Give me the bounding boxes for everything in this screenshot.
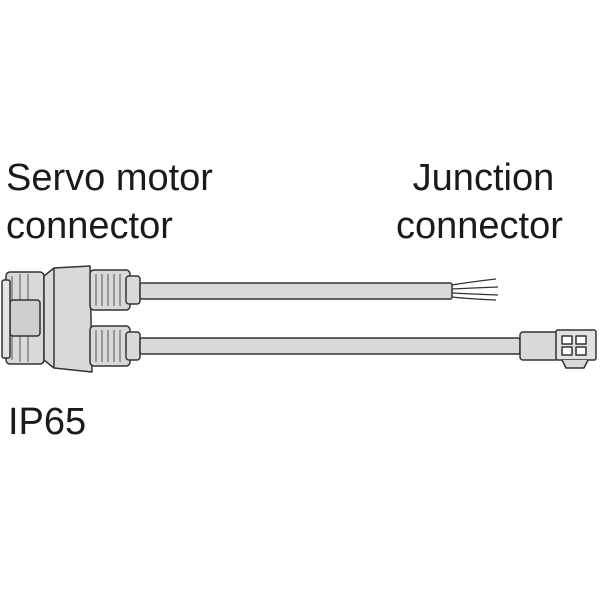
servo-label-line2: connector [6, 205, 173, 247]
junction-connector [519, 329, 597, 369]
open-wire-ends [451, 278, 499, 301]
junction-connector-label: Junction connector [396, 154, 563, 250]
servo-connector-boot [43, 265, 93, 373]
ip-rating-label: IP65 [8, 401, 87, 443]
junction-latch [561, 359, 589, 369]
servo-label-line1: Servo motor [6, 157, 213, 199]
upper-cable [139, 278, 499, 301]
servo-motor-connector-label: Servo motor connector [6, 154, 213, 250]
lower-strain-relief [89, 325, 141, 367]
servo-motor-connector [1, 265, 93, 373]
junction-label-line1: Junction [412, 157, 555, 199]
upper-strain-relief [89, 269, 141, 311]
lower-cable [139, 337, 521, 355]
junction-connector-body [519, 331, 559, 361]
junction-label-line2: connector [396, 205, 563, 247]
